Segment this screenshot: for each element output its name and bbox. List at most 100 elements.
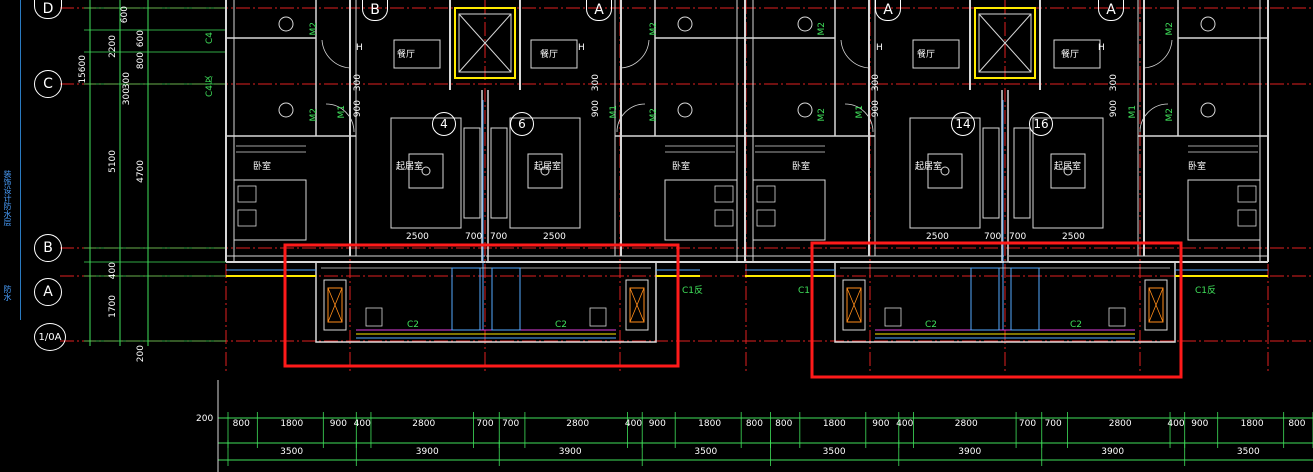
sofa xyxy=(463,127,481,219)
coffee-table xyxy=(1050,153,1086,189)
tag-c2: C2 xyxy=(555,320,568,330)
bottom-dimension-label: 2800 xyxy=(1108,419,1132,429)
tag-m1: M1 xyxy=(1128,105,1138,119)
tag-m2: M2 xyxy=(817,108,827,122)
local-dimension: 700 xyxy=(1009,232,1027,242)
bottom-dimension-label: 2800 xyxy=(412,419,436,429)
local-dimension: 700 xyxy=(465,232,483,242)
axis-bubble-top-B: B xyxy=(362,0,388,21)
mark-h: H xyxy=(578,43,585,53)
tag-c2: C2 xyxy=(1070,320,1083,330)
tag-m2: M2 xyxy=(309,108,319,122)
bed xyxy=(664,179,738,241)
coffee-table-decor xyxy=(421,166,431,176)
dimension-left: 2200 xyxy=(108,35,118,58)
coffee-table-decor xyxy=(1063,166,1073,176)
pillow xyxy=(237,209,257,227)
shaft-inner xyxy=(629,287,645,323)
sofa xyxy=(982,127,1000,219)
tag-m2: M2 xyxy=(1165,108,1175,122)
door-arc xyxy=(620,39,650,69)
axis-bubble-top-A: A xyxy=(1098,0,1124,21)
local-dimension: 300 xyxy=(1109,74,1119,92)
bottom-dimension-label: 700 xyxy=(1044,419,1062,429)
local-dimension: 2500 xyxy=(1062,232,1085,242)
toilet xyxy=(1200,16,1216,32)
bottom-dimension-label: 3500 xyxy=(280,447,304,457)
shaft-box xyxy=(323,279,347,331)
sidebar-label: 装饰设计防水层 xyxy=(3,170,12,226)
axis-bubble-top-A: A xyxy=(586,0,612,21)
local-dimension: 2500 xyxy=(543,232,566,242)
room-label-bedroom: 卧室 xyxy=(253,162,272,172)
bottom-dimension-label: 3500 xyxy=(1236,447,1260,457)
dimension-left: 300 xyxy=(122,72,132,90)
local-dimension: 900 xyxy=(1109,100,1119,118)
local-dimension: 700 xyxy=(490,232,508,242)
door-arc xyxy=(844,103,874,133)
bottom-dimension-label: 700 xyxy=(476,419,494,429)
sofa xyxy=(1013,127,1031,219)
pillow xyxy=(714,209,734,227)
shaft-box xyxy=(1144,279,1168,331)
toilet xyxy=(797,102,813,118)
coffee-table xyxy=(927,153,963,189)
dimension-left-outer: 15600 xyxy=(78,55,88,84)
bottom-dimension-label: 3500 xyxy=(694,447,718,457)
local-dimension: 700 xyxy=(984,232,1002,242)
door-arc xyxy=(1143,39,1173,69)
room-label-dining: 餐厅 xyxy=(917,50,936,60)
room-label-living: 起居室 xyxy=(534,162,562,172)
washer xyxy=(589,307,607,327)
pillow xyxy=(1237,209,1257,227)
dining-table xyxy=(1053,39,1101,69)
door-arc xyxy=(840,39,870,69)
room-label-bedroom: 卧室 xyxy=(672,162,691,172)
pillow xyxy=(756,209,776,227)
unit-number: 14 xyxy=(951,112,975,136)
axis-bubble-C: C xyxy=(34,70,62,98)
tag-c4: C4 xyxy=(205,32,215,45)
elevator-shaft xyxy=(454,7,516,79)
door-arc xyxy=(321,39,351,69)
toilet xyxy=(797,16,813,32)
dimension-left: 4700 xyxy=(136,160,146,183)
tag-m1: M1 xyxy=(337,105,347,119)
elevator-car xyxy=(978,13,1032,73)
unit-number: 4 xyxy=(432,112,456,136)
bottom-dimension-label: 900 xyxy=(648,419,666,429)
shaft-cross xyxy=(846,287,862,323)
dimension-left: 300 xyxy=(122,88,132,106)
tag-m2: M2 xyxy=(649,22,659,36)
local-dimension: 300 xyxy=(871,74,881,92)
balcony-outline xyxy=(315,261,657,343)
room-label-living: 起居室 xyxy=(915,162,943,172)
elevator-cross xyxy=(978,13,1032,73)
toilet xyxy=(278,102,294,118)
local-dimension: 300 xyxy=(353,74,363,92)
room-label-dining: 餐厅 xyxy=(540,50,559,60)
living-rug xyxy=(1032,117,1104,229)
tag-c4-reverse: C4反 xyxy=(205,76,215,98)
bottom-dimension-label: 800 xyxy=(745,419,764,429)
shaft-box xyxy=(625,279,649,331)
bottom-dimension-label: 800 xyxy=(1288,419,1306,429)
shaft-cross xyxy=(327,287,343,323)
toilet xyxy=(677,102,693,118)
bottom-dimension-label: 800 xyxy=(232,419,250,429)
dining-table xyxy=(530,39,578,69)
door-arc xyxy=(325,103,355,133)
tag-m2: M2 xyxy=(309,22,319,36)
dimension-left: 600 xyxy=(136,30,146,48)
shaft-cross xyxy=(1148,287,1164,323)
pillow xyxy=(1237,185,1257,203)
shaft-inner xyxy=(327,287,343,323)
bottom-dimension-label: 2800 xyxy=(566,419,590,429)
tag-c1-reverse: C1反 xyxy=(1195,286,1217,296)
tag-m2: M2 xyxy=(1165,22,1175,36)
bottom-dimension-label: 400 xyxy=(1167,419,1185,429)
bottom-dimension-label: 3500 xyxy=(822,447,846,457)
toilet xyxy=(278,16,294,32)
washer xyxy=(884,307,902,327)
